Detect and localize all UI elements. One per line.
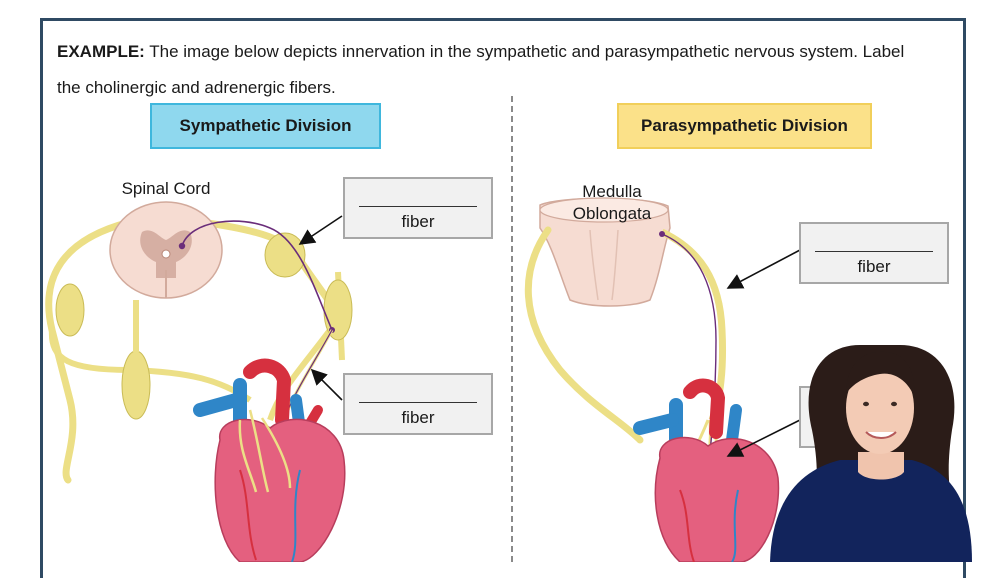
- innervation-diagram: [45, 197, 801, 562]
- answer-blank[interactable]: [359, 402, 477, 403]
- medulla-label-line-1: Medulla: [582, 182, 642, 201]
- medulla-label-line-2: Oblongata: [572, 204, 652, 223]
- sympathetic-chain: [45, 218, 353, 484]
- spinal-cord: [109, 201, 223, 299]
- fiber-label: fiber: [401, 408, 435, 427]
- fiber-label: fiber: [401, 212, 435, 231]
- answer-blank[interactable]: [359, 206, 477, 207]
- prompt-line-1: EXAMPLE: The image below depicts innerva…: [57, 34, 957, 70]
- pointer-arrow-4: [726, 419, 801, 457]
- medulla-label: Medulla Oblongata: [560, 181, 664, 225]
- presenter-video-overlay: [770, 345, 972, 562]
- pointer-arrow-1: [298, 215, 343, 245]
- section-divider: [511, 96, 513, 562]
- parasympathetic-heart: [633, 378, 780, 562]
- pointer-arrow-2: [310, 368, 343, 401]
- prompt-text-1: The image below depicts innervation in t…: [144, 42, 905, 61]
- pointer-arrow-3: [726, 249, 801, 289]
- parasympathetic-header: Parasympathetic Division: [617, 103, 872, 149]
- example-label: EXAMPLE:: [57, 42, 145, 61]
- sympathetic-heart: [193, 358, 346, 562]
- sympathetic-fiber-box-1[interactable]: fiber: [343, 177, 493, 239]
- parasympathetic-fiber-box-1[interactable]: fiber: [799, 222, 949, 284]
- sympathetic-fiber-box-2[interactable]: fiber: [343, 373, 493, 435]
- medulla-oblongata: [539, 197, 671, 307]
- answer-blank[interactable]: [815, 251, 933, 252]
- spinal-cord-label: Spinal Cord: [121, 179, 211, 198]
- prompt-line-2: the cholinergic and adrenergic fibers.: [57, 78, 336, 97]
- fiber-label: fiber: [857, 257, 891, 276]
- sympathetic-header: Sympathetic Division: [150, 103, 381, 149]
- question-prompt: EXAMPLE: The image below depicts innerva…: [57, 34, 957, 106]
